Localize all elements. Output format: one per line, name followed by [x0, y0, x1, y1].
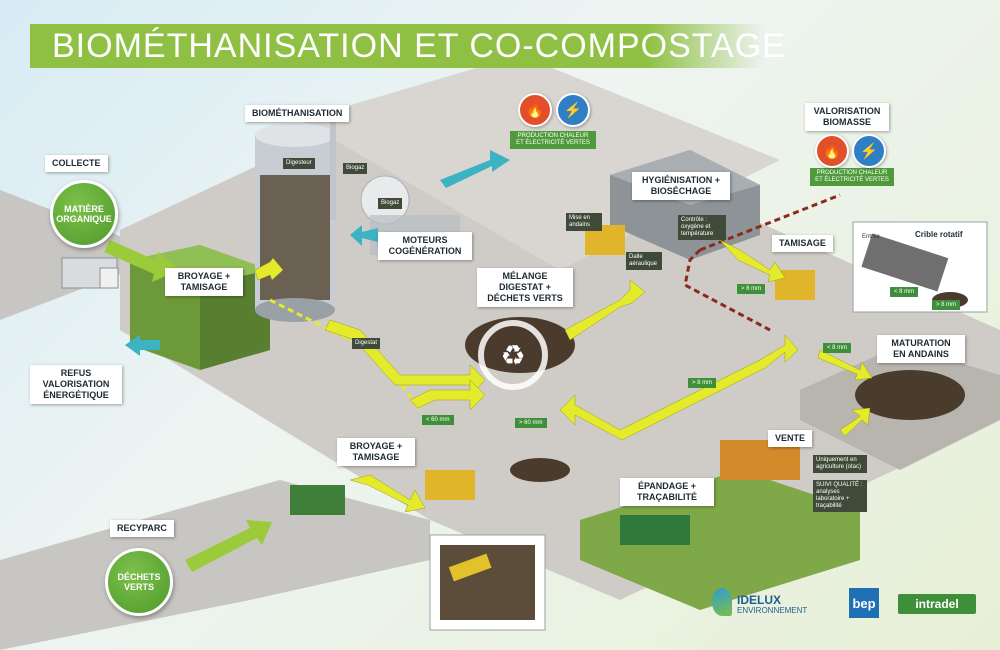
label-moteurs: MOTEURS COGÉNÉRATION [378, 232, 472, 260]
label-melange: MÉLANGE DIGESTAT + DÉCHETS VERTS [477, 268, 573, 307]
loader-bottom [425, 470, 475, 500]
tag-gt8-top: > 8 mm [737, 284, 766, 294]
note-uniquement: Uniquement en agriculture (otac) [813, 455, 867, 473]
tag-lt8: < 8 mm [823, 343, 852, 353]
truck-green [290, 485, 345, 515]
note-entree: Entrée [862, 234, 880, 240]
label-hygienisation: HYGIÉNISATION + BIOSÉCHAGE [632, 172, 730, 200]
note-sieve-a: < 8 mm [890, 287, 919, 297]
note-controle: Contrôle : oxygène et température [678, 215, 726, 240]
label-recyparc: RECYPARC [110, 520, 174, 537]
tag-gt8-mid: > 8 mm [688, 378, 717, 388]
tractor [620, 515, 690, 545]
note-digestat: Digestat [352, 338, 381, 349]
circle-matiere-organique: MATIÈRE ORGANIQUE [50, 180, 118, 248]
label-tamisage: TAMISAGE [772, 235, 833, 252]
label-crible: Crible rotatif [915, 230, 963, 239]
label-broyage-bottom: BROYAGE + TAMISAGE [337, 438, 415, 466]
label-broyage-top: BROYAGE + TAMISAGE [165, 268, 243, 296]
idelux-subtitle: ENVIRONNEMENT [737, 606, 808, 615]
plug-icon: ⚡ [852, 134, 886, 168]
idelux-logo [712, 588, 732, 616]
label-valorisation: VALORISATION BIOMASSE [805, 103, 889, 131]
circle-dechets-verts: DÉCHETS VERTS [105, 548, 173, 616]
road-bottom [0, 480, 430, 650]
label-maturation: MATURATION EN ANDAINS [877, 335, 965, 363]
label-collecte: COLLECTE [45, 155, 108, 172]
recycle-icon: ♻ [478, 320, 548, 390]
note-biogaz-2: Biogaz [378, 198, 403, 209]
page-title: BIOMÉTHANISATION ET CO-COMPOSTAGE [52, 27, 786, 65]
label-vente: VENTE [768, 430, 813, 447]
intradel-logo: intradel [898, 594, 976, 614]
note-sieve-b: > 8 mm [932, 300, 961, 310]
tag-lt60: < 60 mm [422, 415, 454, 425]
flame-icon: 🔥 [815, 134, 849, 168]
flame-icon: 🔥 [518, 93, 552, 127]
label-refus: REFUS VALORISATION ÉNERGÉTIQUE [30, 365, 122, 404]
idelux-title: IDELUX [737, 593, 782, 607]
bep-logo: bep [849, 588, 879, 618]
tag-gt60: > 60 mm [515, 418, 547, 428]
windrow-pile [855, 370, 965, 420]
note-mise-andains: Mise en andains [566, 213, 602, 231]
label-epandage: ÉPANDAGE + TRAÇABILITÉ [620, 478, 714, 506]
note-digesteur: Digesteur [283, 158, 315, 169]
note-production-2: PRODUCTION CHALEUR ET ÉLECTRICITÉ VERTES [810, 168, 894, 186]
note-suivi: SUIVI QUALITÉ : analyses laboratoire + t… [813, 480, 867, 512]
title-bar [30, 24, 766, 68]
plug-icon: ⚡ [556, 93, 590, 127]
label-biomethanisation: BIOMÉTHANISATION [245, 105, 350, 122]
note-dalle: Dalle aéraulique [626, 252, 662, 270]
note-biogaz-1: Biogaz [343, 163, 368, 174]
note-production-1: PRODUCTION CHALEUR ET ÉLECTRICITÉ VERTES [510, 131, 596, 149]
